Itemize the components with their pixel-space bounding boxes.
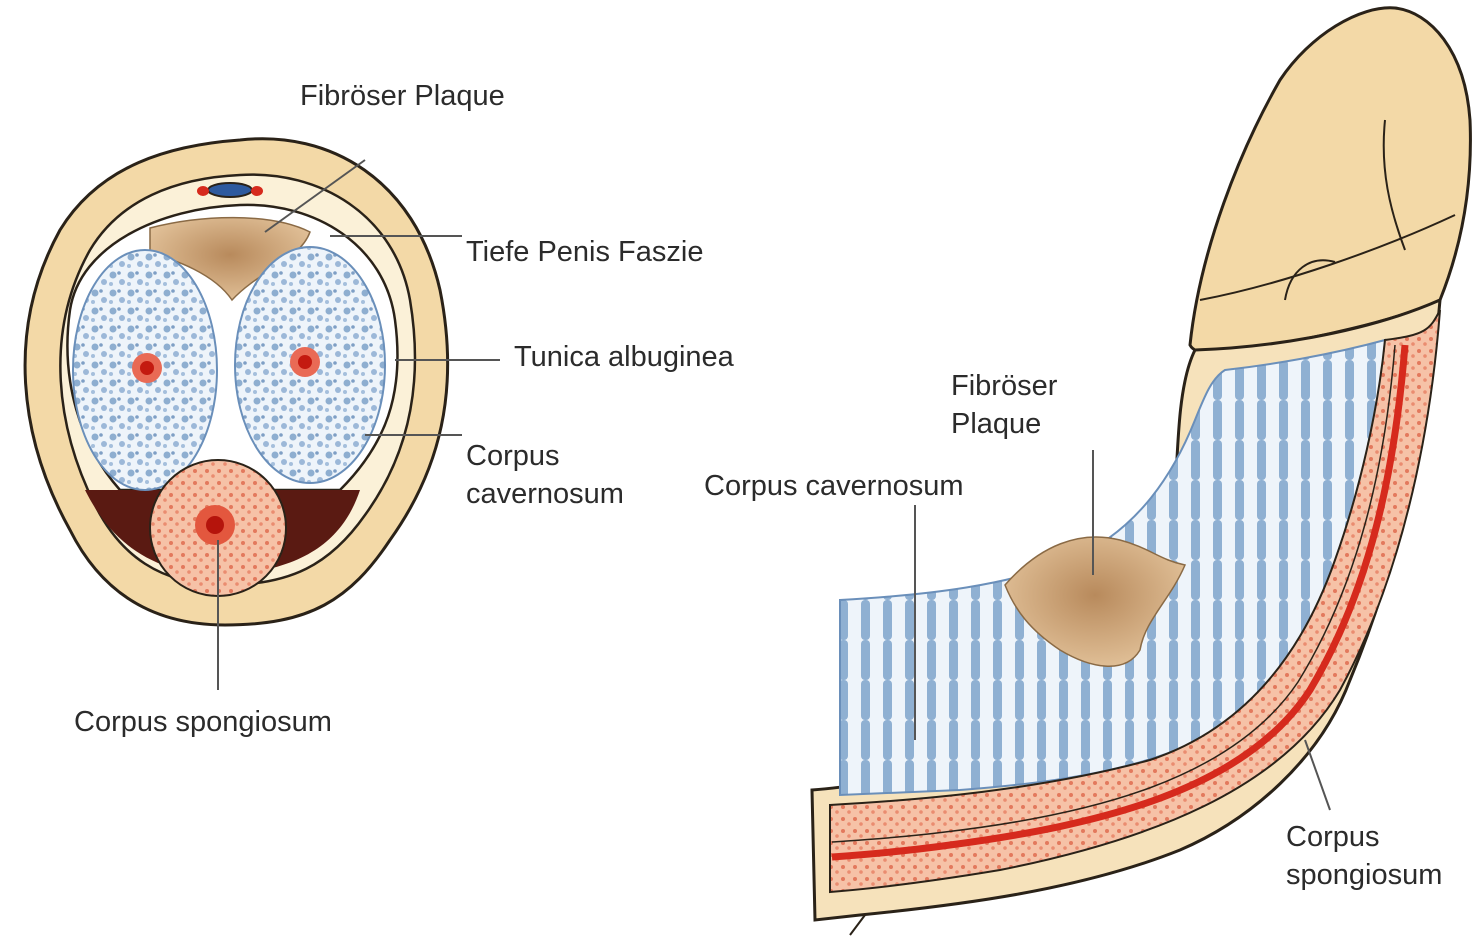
label-side-plaque-line2: Plaque bbox=[951, 405, 1057, 443]
label-side-plaque: Fibröser Plaque bbox=[947, 367, 1061, 443]
label-side-spongiosum-line1: Corpus bbox=[1286, 818, 1442, 856]
label-side-spongiosum: Corpus spongiosum bbox=[1282, 818, 1446, 894]
label-cavernosum: Corpus cavernosum bbox=[462, 437, 628, 513]
label-side-cavernosum: Corpus cavernosum bbox=[700, 467, 968, 505]
urethra-inner bbox=[206, 516, 224, 534]
dorsal-artery-left bbox=[197, 186, 209, 196]
label-side-spongiosum-line2: spongiosum bbox=[1286, 856, 1442, 894]
label-cavernosum-line1: Corpus bbox=[466, 437, 624, 475]
side-base-line bbox=[850, 915, 865, 935]
cavernous-artery-left-core bbox=[140, 361, 154, 375]
cavernous-artery-right-core bbox=[298, 355, 312, 369]
label-tunica: Tunica albuginea bbox=[510, 338, 738, 376]
label-side-plaque-line1: Fibröser bbox=[951, 367, 1057, 405]
dorsal-vein bbox=[208, 183, 252, 197]
label-fascia: Tiefe Penis Faszie bbox=[462, 233, 707, 271]
cross-section-diagram bbox=[25, 139, 500, 690]
dorsal-artery-right bbox=[251, 186, 263, 196]
label-cavernosum-line2: cavernosum bbox=[466, 475, 624, 513]
label-plaque: Fibröser Plaque bbox=[296, 77, 509, 115]
glans bbox=[1190, 8, 1470, 353]
label-spongiosum: Corpus spongiosum bbox=[70, 703, 336, 741]
leader-side-spongiosum bbox=[1305, 740, 1330, 810]
